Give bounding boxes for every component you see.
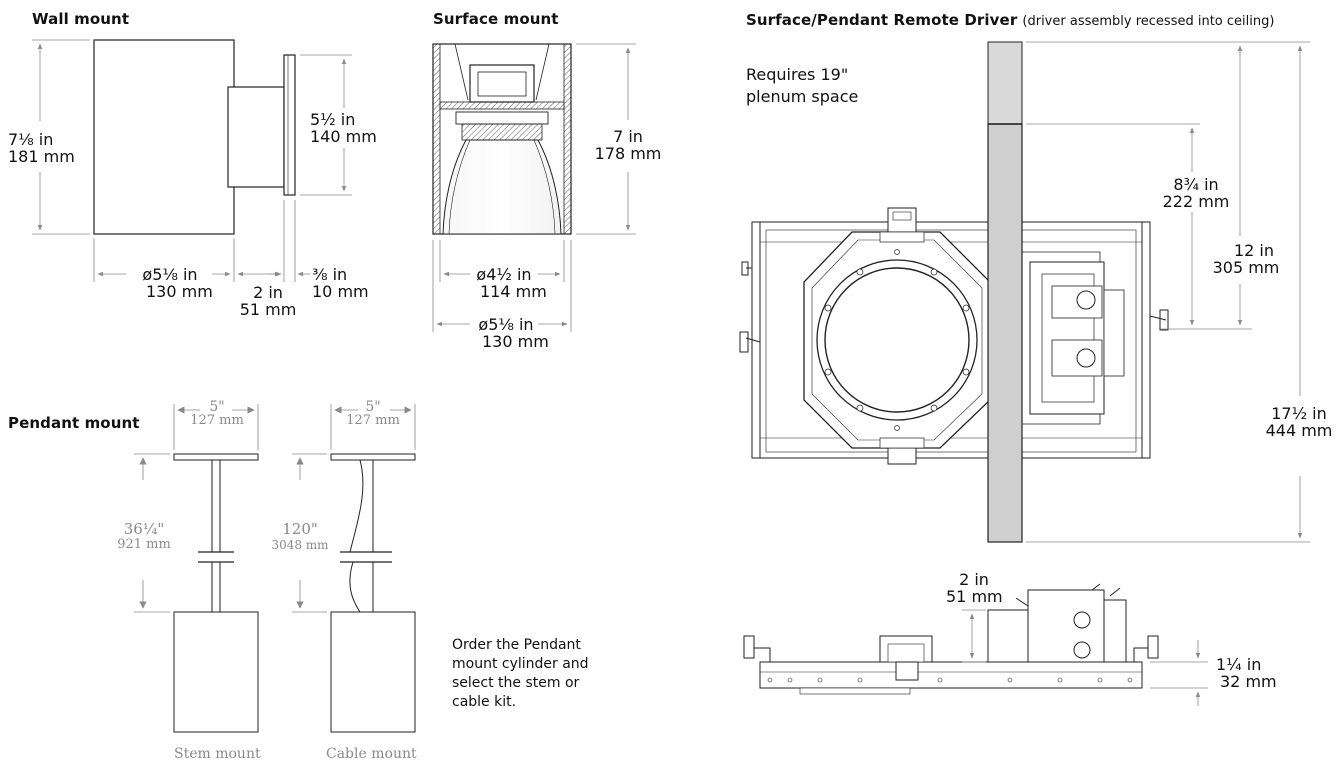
surface-mount-outer-diameter-label: ø5⅛ in 130 mm bbox=[468, 315, 549, 351]
remote-driver-dim3-in: 17½ in bbox=[1271, 404, 1327, 423]
wall-mount-drawing bbox=[93, 39, 296, 235]
cable-width-label: 5" 127 mm bbox=[338, 400, 408, 428]
stem-width-in: 5" bbox=[209, 399, 225, 415]
remote-driver-side-drawing bbox=[743, 583, 1159, 695]
cable-width-mm: 127 mm bbox=[346, 413, 400, 428]
stem-length-in: 36¼" bbox=[123, 520, 165, 538]
plenum-bar bbox=[987, 41, 1023, 543]
surface-mount-drawing bbox=[432, 43, 572, 235]
surface-mount-height-mm: 178 mm bbox=[594, 144, 662, 163]
remote-driver-subtitle: (driver assembly recessed into ceiling) bbox=[1022, 14, 1275, 29]
pendant-mount-title: Pendant mount bbox=[8, 414, 140, 432]
cable-width-in: 5" bbox=[365, 399, 381, 415]
cable-mount-drawing bbox=[330, 453, 416, 733]
remote-driver-dim1-mm: 222 mm bbox=[1162, 192, 1230, 211]
wall-mount-diameter-in: ø5⅛ in bbox=[142, 265, 198, 284]
stem-width-label: 5" 127 mm bbox=[182, 400, 252, 428]
cable-length-mm: 3048 mm bbox=[271, 538, 329, 552]
surface-mount-outer-mm: 130 mm bbox=[482, 332, 549, 351]
wall-mount-plate-thickness-label: ⅜ in 10 mm bbox=[312, 266, 369, 300]
wall-mount-diameter-label: ø5⅛ in 130 mm bbox=[128, 266, 212, 300]
remote-driver-dim2-in: 12 in bbox=[1233, 241, 1275, 260]
wall-mount-height-mm: 181 mm bbox=[8, 147, 75, 166]
surface-mount-inner-mm: 114 mm bbox=[480, 282, 547, 301]
wall-mount-dimensions bbox=[32, 39, 352, 282]
cable-mount-label: Cable mount bbox=[326, 746, 417, 762]
cable-length-in: 120" bbox=[282, 520, 318, 538]
wall-mount-title: Wall mount bbox=[32, 10, 130, 28]
remote-driver-side-height-in: 2 in bbox=[959, 570, 989, 589]
surface-mount-dimensions bbox=[432, 43, 636, 332]
stem-width-mm: 127 mm bbox=[190, 413, 244, 428]
wall-mount-diameter-mm: 130 mm bbox=[146, 282, 213, 301]
wall-mount-plate-label: 5½ in 140 mm bbox=[310, 111, 377, 145]
wall-mount-plate-mm: 140 mm bbox=[310, 127, 377, 146]
remote-driver-side-depth-mm: 32 mm bbox=[1220, 672, 1277, 691]
remote-driver-dim1-label: 8¾ in 222 mm bbox=[1160, 176, 1232, 210]
remote-driver-side-height-label: 2 in 51 mm bbox=[946, 570, 1003, 606]
remote-driver-side-depth-label: 1¼ in 32 mm bbox=[1216, 656, 1277, 690]
remote-driver-side-dimensions bbox=[962, 609, 1208, 706]
cable-length-label: 120" 3048 mm bbox=[268, 520, 332, 552]
remote-driver-heading: Surface/Pendant Remote Driver (driver as… bbox=[746, 10, 1274, 29]
stem-mount-dimensions bbox=[134, 404, 259, 613]
wall-mount-plate-in: 5½ in bbox=[310, 110, 356, 129]
pendant-order-note: Order the Pendant mount cylinder and sel… bbox=[452, 637, 589, 710]
wall-mount-arm-in: 2 in bbox=[253, 283, 283, 302]
surface-mount-inner-in: ø4½ in bbox=[476, 265, 532, 284]
remote-driver-side-height-mm: 51 mm bbox=[946, 587, 1003, 606]
surface-mount-outer-in: ø5⅛ in bbox=[478, 315, 534, 334]
remote-driver-dim2-label: 12 in 305 mm bbox=[1206, 242, 1286, 276]
wall-mount-plate-thickness-in: ⅜ in bbox=[312, 265, 348, 284]
remote-driver-dim3-mm: 444 mm bbox=[1265, 421, 1333, 440]
wall-mount-height-in: 7⅛ in bbox=[8, 130, 54, 149]
surface-mount-height-label: 7 in 178 mm bbox=[586, 128, 670, 162]
stem-mount-drawing bbox=[173, 453, 259, 733]
surface-mount-title: Surface mount bbox=[433, 10, 559, 28]
stem-length-mm: 921 mm bbox=[117, 537, 171, 552]
wall-mount-plate-thickness-mm: 10 mm bbox=[312, 282, 369, 301]
remote-driver-dim1-in: 8¾ in bbox=[1173, 175, 1219, 194]
remote-driver-top-dimensions bbox=[1026, 41, 1310, 543]
remote-driver-dim3-label: 17½ in 444 mm bbox=[1262, 405, 1336, 439]
plenum-note: Requires 19" plenum space bbox=[746, 65, 859, 106]
remote-driver-side-depth-in: 1¼ in bbox=[1216, 655, 1262, 674]
surface-mount-height-in: 7 in bbox=[613, 127, 643, 146]
surface-mount-inner-diameter-label: ø4½ in 114 mm bbox=[468, 265, 547, 301]
wall-mount-arm-mm: 51 mm bbox=[239, 300, 297, 319]
wall-mount-height-label: 7⅛ in 181 mm bbox=[8, 131, 75, 165]
remote-driver-dim2-mm: 305 mm bbox=[1212, 258, 1280, 277]
remote-driver-title: Surface/Pendant Remote Driver bbox=[746, 11, 1018, 29]
stem-mount-label: Stem mount bbox=[174, 746, 261, 762]
cable-mount-dimensions bbox=[292, 404, 416, 613]
stem-length-label: 36¼" 921 mm bbox=[106, 520, 182, 552]
wall-mount-arm-label: 2 in 51 mm bbox=[238, 284, 298, 318]
remote-driver-top-drawing bbox=[739, 207, 1169, 465]
